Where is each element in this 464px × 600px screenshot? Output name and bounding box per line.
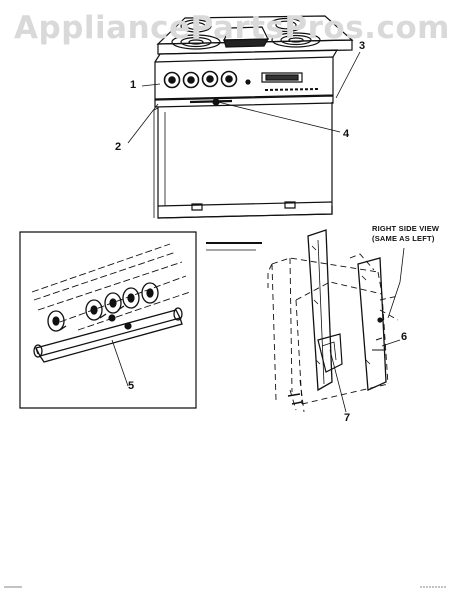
clock-display [262, 73, 302, 82]
side-panel [358, 258, 386, 390]
control-knob [48, 311, 64, 331]
oven-body [154, 102, 332, 218]
control-knob [86, 300, 102, 320]
side-view-note-line2: (SAME AS LEFT) [372, 234, 435, 243]
mounting-bracket [318, 334, 342, 372]
control-knob [203, 72, 218, 87]
control-knob [165, 73, 180, 88]
control-knob [123, 288, 139, 308]
watermark: AppliancePartsPros.com [14, 10, 450, 46]
side-view-note: RIGHT SIDE VIEW (SAME AS LEFT) [372, 224, 439, 244]
side-view-note-line1: RIGHT SIDE VIEW [372, 224, 440, 233]
detail-frame [20, 232, 196, 408]
side-panel-assembly [268, 230, 404, 412]
callout-7: 7 [344, 412, 351, 424]
control-panel [155, 50, 337, 99]
callout-4: 4 [343, 128, 350, 140]
control-knob [142, 283, 158, 303]
door-hinge [285, 202, 295, 208]
control-knob [105, 293, 121, 313]
control-knobs [165, 72, 237, 88]
trim-strip [155, 96, 333, 107]
door-hinge [192, 204, 202, 210]
range-illustration [128, 16, 360, 218]
callout-5: 5 [128, 380, 135, 392]
control-knob [184, 73, 199, 88]
callout-6: 6 [401, 331, 408, 343]
control-knob-detail [20, 232, 196, 408]
trim-bar [34, 308, 182, 362]
surface-burner [269, 19, 303, 32]
callout-3: 3 [359, 40, 366, 52]
surface-burner [172, 35, 220, 49]
cooktop [158, 16, 352, 54]
surface-burner [181, 20, 211, 32]
callout-2: 2 [115, 141, 122, 153]
callout-1: 1 [130, 79, 137, 91]
surface-burner [272, 33, 320, 47]
side-panel [308, 230, 332, 390]
control-knob [222, 72, 237, 87]
